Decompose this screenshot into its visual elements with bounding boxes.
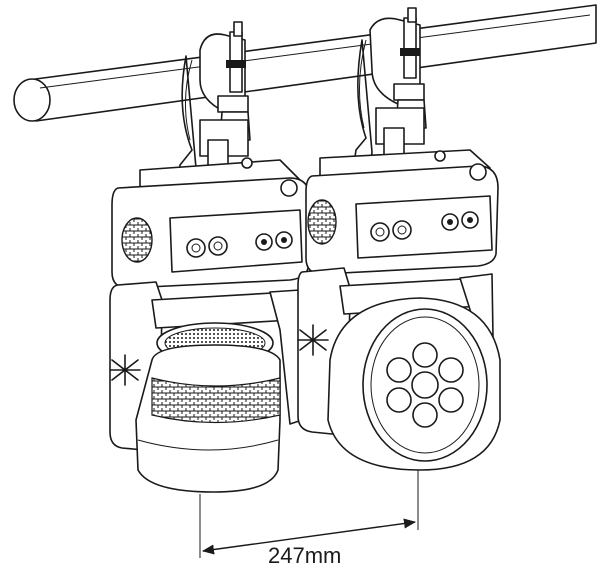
right-fixture	[297, 7, 501, 471]
left-clamp	[185, 21, 251, 181]
left-power-connector	[186, 238, 206, 258]
left-base	[111, 157, 311, 289]
right-clamp	[359, 7, 427, 169]
dimension-line	[202, 518, 416, 555]
dimension-label: 247mm	[268, 543, 341, 568]
truss-pipe	[13, 4, 597, 122]
right-fan-vent	[307, 199, 337, 245]
right-head-lens-array	[386, 342, 464, 428]
left-fixture	[109, 21, 311, 493]
right-base	[305, 149, 499, 275]
right-power-connector	[370, 222, 390, 242]
right-yoke-logo-icon	[297, 324, 329, 356]
left-head	[135, 322, 281, 493]
width-dimension: 247mm	[199, 470, 419, 568]
right-head	[327, 297, 501, 471]
left-yoke-logo-icon	[109, 354, 141, 386]
left-fan-vent	[121, 217, 153, 263]
left-head-heat-grille	[151, 377, 281, 424]
